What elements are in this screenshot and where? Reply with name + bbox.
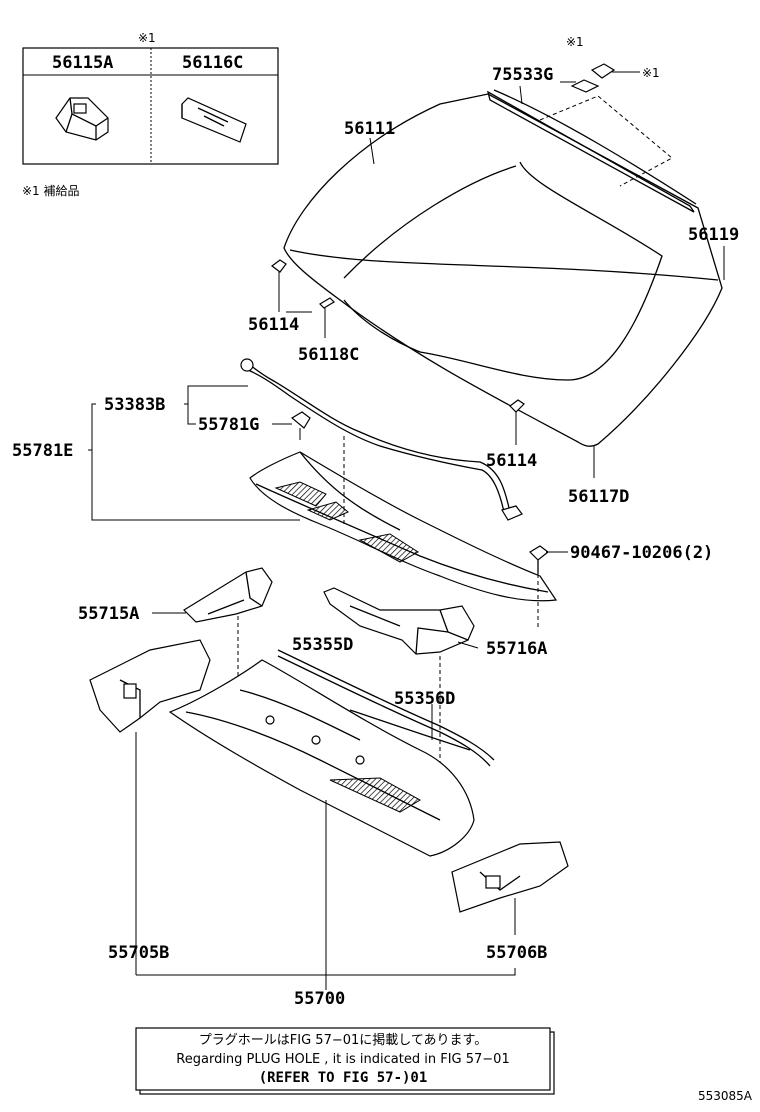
label-55705B: 55705B <box>108 943 169 963</box>
label-56118C: 56118C <box>298 345 359 365</box>
label-55781E: 55781E <box>12 441 73 461</box>
label-55706B: 55706B <box>486 943 547 963</box>
inset-footnote: ※1 補給品 <box>22 184 80 198</box>
seal-55355D <box>277 649 495 767</box>
molding-75533G <box>487 63 697 213</box>
supply-mark-top: ※1 <box>566 35 584 49</box>
label-56114-right: 56114 <box>486 451 537 471</box>
label-55716A: 55716A <box>486 639 547 659</box>
bracket-55715A <box>183 567 273 623</box>
inset-supply-mark: ※1 <box>138 31 156 45</box>
dash-panel-55700 <box>168 659 475 857</box>
label-53383B: 53383B <box>104 395 165 415</box>
clip-90467-10206-icon <box>529 545 549 574</box>
label-90467-10206: 90467-10206(2) <box>570 543 713 563</box>
label-56116C: 56116C <box>182 53 243 73</box>
supply-mark-right: ※1 <box>642 66 660 80</box>
reference-note-box: プラグホールはFIG 57−01に掲載してあります。 Regarding PLU… <box>135 1027 555 1095</box>
clip-55781G-icon <box>290 411 311 440</box>
note-line-refer: (REFER TO FIG 57-)01 <box>259 1070 428 1086</box>
weatherstrip-53383B <box>240 358 523 521</box>
label-55781G: 55781G <box>198 415 259 435</box>
note-line-japanese: プラグホールはFIG 57−01に掲載してあります。 <box>199 1032 487 1048</box>
spacer-56114-right-icon <box>509 399 525 445</box>
seal-55356D <box>349 709 471 751</box>
label-75533G: 75533G <box>492 65 553 85</box>
clip-56115A-icon <box>55 97 109 141</box>
leader-lines <box>88 81 576 990</box>
label-55700: 55700 <box>294 989 345 1009</box>
spacer-56118C-icon <box>319 297 335 338</box>
label-56115A: 56115A <box>52 53 113 73</box>
bracket-55716A <box>323 587 475 655</box>
windshield-glass-56111 <box>283 93 723 447</box>
label-55356D: 55356D <box>394 689 455 709</box>
label-56111: 56111 <box>344 119 395 139</box>
note-line-english: Regarding PLUG HOLE , it is indicated in… <box>176 1052 509 1067</box>
label-55715A: 55715A <box>78 604 139 624</box>
side-panel-55705B <box>89 639 211 975</box>
label-56117D: 56117D <box>568 487 629 507</box>
spacer-56114-left-icon <box>271 259 312 313</box>
side-panel-55706B <box>451 841 569 935</box>
part-labels: ※1 ※1 75533G 56111 56119 56114 56118C 56… <box>12 35 739 1009</box>
figure-id: 553085A <box>698 1089 753 1103</box>
cowl-louver-55781E <box>249 451 558 602</box>
label-55355D: 55355D <box>292 635 353 655</box>
supply-parts-inset: ※1 56115A 56116C ※1 補給品 <box>22 31 279 198</box>
clip-56116C-icon <box>181 97 247 143</box>
label-56114-left: 56114 <box>248 315 299 335</box>
label-56119: 56119 <box>688 225 739 245</box>
